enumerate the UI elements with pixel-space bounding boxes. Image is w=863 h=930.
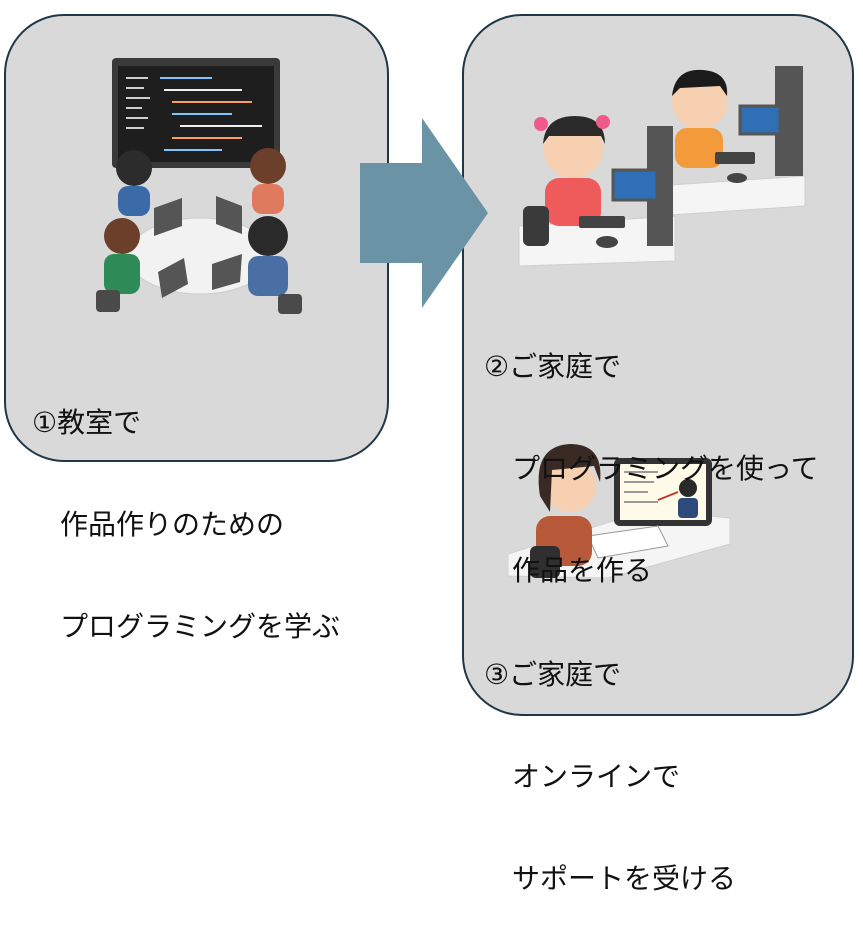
step-2-caption: ②ご家庭で プログラミングを使って 作品を作る xyxy=(484,282,819,622)
step-3-line-2: オンラインで xyxy=(484,760,681,793)
step-2-line-2: プログラミングを使って xyxy=(484,452,819,485)
step-1-caption: ①教室で 作品作りのための プログラミングを学ぶ xyxy=(32,338,340,678)
step-1-line-3: プログラミングを学ぶ xyxy=(32,610,341,643)
step-2-line-3: 作品を作る xyxy=(484,554,653,587)
step-1-line-2: 作品作りのための xyxy=(32,508,285,541)
step-3-line-3: サポートを受ける xyxy=(484,862,737,895)
home-coding-kids-icon xyxy=(518,66,806,267)
step-3-caption: ③ご家庭で オンラインで サポートを受ける xyxy=(484,590,736,930)
step-1-line-1: ①教室で xyxy=(32,406,142,439)
step-2-line-1: ②ご家庭で xyxy=(484,350,622,383)
online-support-tablet-icon xyxy=(508,444,730,578)
right-arrow-icon xyxy=(360,118,488,308)
step-3-line-1: ③ご家庭で xyxy=(484,658,622,691)
classroom-programming-icon xyxy=(96,58,302,314)
